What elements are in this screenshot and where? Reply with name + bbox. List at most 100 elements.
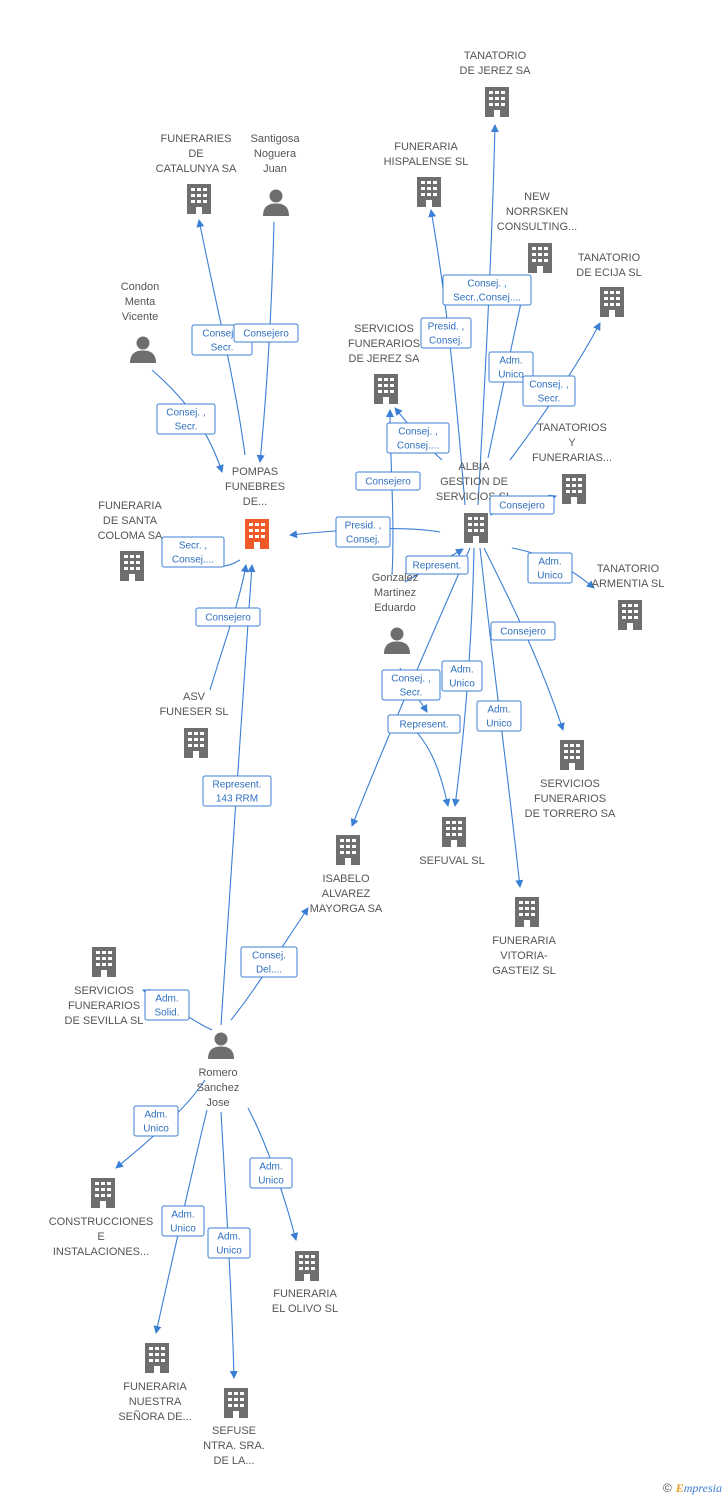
edge-label[interactable]: Adm.Unico <box>161 1205 205 1237</box>
building-icon[interactable] <box>600 287 624 317</box>
building-icon[interactable] <box>515 897 539 927</box>
edge-label[interactable]: Represent. <box>405 555 469 575</box>
building-icon[interactable] <box>485 87 509 117</box>
edge-label[interactable]: Consej. ,Consej.... <box>386 422 450 454</box>
edge-label-box[interactable] <box>133 1105 179 1137</box>
edge-label[interactable]: Consejero <box>233 323 299 343</box>
building-icon[interactable] <box>295 1251 319 1281</box>
edge-label-box[interactable] <box>207 1227 251 1259</box>
edge-label-box[interactable] <box>249 1157 293 1189</box>
edge-label[interactable]: Adm.Unico <box>488 351 534 383</box>
edge-label[interactable]: Adm.Unico <box>207 1227 251 1259</box>
building-icon[interactable] <box>562 474 586 504</box>
building-icon[interactable] <box>145 1343 169 1373</box>
edge-label[interactable]: Presid. ,Consej. <box>420 317 472 349</box>
edge-label-box[interactable] <box>488 351 534 383</box>
edge-label[interactable]: Adm.Solid. <box>144 989 190 1021</box>
edge-label[interactable]: Represent. <box>387 714 461 734</box>
building-icon[interactable] <box>374 374 398 404</box>
edge-label-box[interactable] <box>522 375 576 407</box>
building-icon[interactable] <box>120 551 144 581</box>
person-icon[interactable] <box>384 627 410 655</box>
edge-label-box[interactable] <box>195 607 261 627</box>
edge-label-box[interactable] <box>233 323 299 343</box>
edge-label[interactable]: Adm.Unico <box>249 1157 293 1189</box>
building-icon[interactable] <box>224 1388 248 1418</box>
building-icon[interactable] <box>245 519 269 549</box>
edge-label[interactable]: Secr. ,Consej.... <box>161 536 225 568</box>
node-construcciones[interactable]: CONSTRUCCIONESEINSTALACIONES... <box>49 1178 154 1258</box>
edge-label-box[interactable] <box>161 536 225 568</box>
building-icon[interactable] <box>187 184 211 214</box>
building-icon[interactable] <box>464 513 488 543</box>
node-sefuval[interactable]: SEFUVAL SL <box>419 817 485 867</box>
edge-label[interactable]: Consejero <box>489 495 555 515</box>
edge-label[interactable]: Adm.Unico <box>476 700 522 732</box>
edge-label[interactable]: Consej. ,Secr. <box>156 403 216 435</box>
building-icon[interactable] <box>184 728 208 758</box>
edge-label-box[interactable] <box>202 775 272 807</box>
edge-label-box[interactable] <box>144 989 190 1021</box>
building-icon[interactable] <box>417 177 441 207</box>
edge-label-box[interactable] <box>381 669 441 701</box>
edge-label-box[interactable] <box>420 317 472 349</box>
edge-label[interactable]: Consej. ,Secr. <box>381 669 441 701</box>
edge-label[interactable]: Consejero <box>490 621 556 641</box>
edge-label-box[interactable] <box>335 516 391 548</box>
edge-label[interactable]: Represent.143 RRM <box>202 775 272 807</box>
edge-label[interactable]: Consejero <box>355 471 421 491</box>
edge-label[interactable]: Consej. ,Secr.,Consej.... <box>442 274 532 306</box>
edge-label-box[interactable] <box>476 700 522 732</box>
building-icon[interactable] <box>560 740 584 770</box>
edge-label-box[interactable] <box>240 946 298 978</box>
building-icon[interactable] <box>91 1178 115 1208</box>
building-icon[interactable] <box>336 835 360 865</box>
edge-label-box[interactable] <box>490 621 556 641</box>
edge-label-box[interactable] <box>386 422 450 454</box>
node-tanatorios-y[interactable]: TANATORIOSYFUNERARIAS... <box>532 422 612 504</box>
edge-label-box[interactable] <box>355 471 421 491</box>
edge-label-box[interactable] <box>489 495 555 515</box>
person-icon[interactable] <box>263 189 289 217</box>
edge-label-box[interactable] <box>405 555 469 575</box>
edge-label-box[interactable] <box>387 714 461 734</box>
edge-label[interactable]: Adm.Unico <box>441 660 483 692</box>
edge-label[interactable]: Consejero <box>195 607 261 627</box>
edge-label[interactable]: Consej.Del.... <box>240 946 298 978</box>
edge-label-box[interactable] <box>156 403 216 435</box>
edge-label-box[interactable] <box>161 1205 205 1237</box>
node-new-norrsken[interactable]: NEWNORRSKENCONSULTING... <box>497 191 577 273</box>
edge-label[interactable]: Adm.Unico <box>133 1105 179 1137</box>
edge-label-box[interactable] <box>441 660 483 692</box>
building-icon[interactable] <box>618 600 642 630</box>
person-icon[interactable] <box>130 336 156 364</box>
node-pompas[interactable]: POMPASFUNEBRESDE... <box>225 466 285 549</box>
edge-label-box[interactable] <box>442 274 532 306</box>
edge-label[interactable]: Presid. ,Consej. <box>335 516 391 548</box>
edge-label[interactable]: Consej. ,Secr. <box>522 375 576 407</box>
building-icon[interactable] <box>442 817 466 847</box>
building-icon[interactable] <box>528 243 552 273</box>
edge-label-box[interactable] <box>527 552 573 584</box>
edge-label[interactable]: Adm.Unico <box>527 552 573 584</box>
building-icon[interactable] <box>92 947 116 977</box>
person-icon[interactable] <box>208 1032 234 1060</box>
